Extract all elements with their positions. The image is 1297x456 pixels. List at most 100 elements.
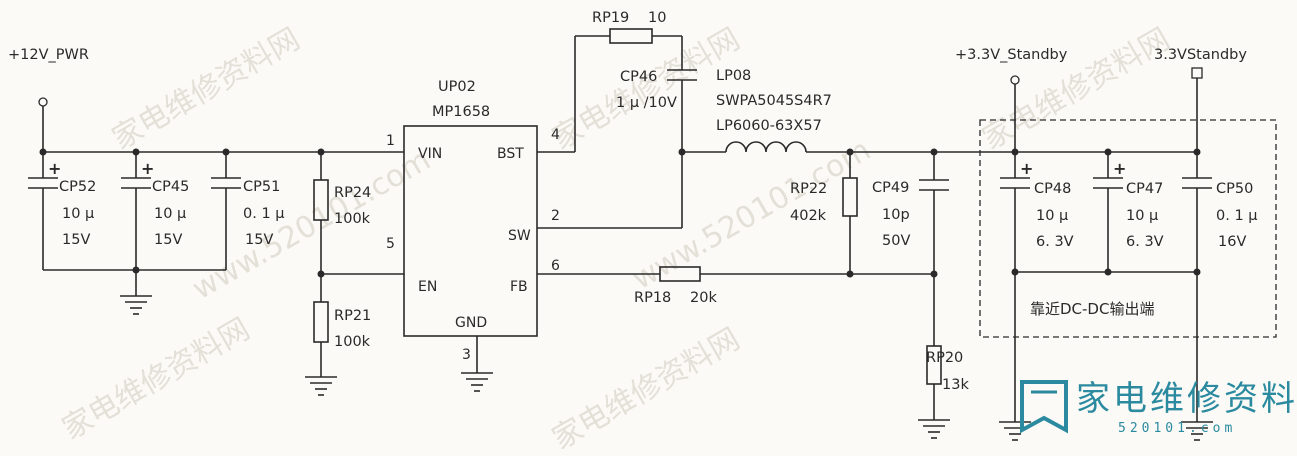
cp49-value: 10p xyxy=(882,207,910,223)
resistor-rp19: RP19 10 xyxy=(592,10,666,44)
capacitor-cp49: CP49 10p 50V xyxy=(872,152,949,274)
pin-en: EN xyxy=(418,279,437,295)
polarity-plus: + xyxy=(141,159,154,178)
rp20-ref: RP20 xyxy=(926,350,963,366)
cp45-value: 10 µ xyxy=(154,206,186,222)
rp22-value: 402k xyxy=(790,208,827,224)
pin-vin: VIN xyxy=(418,146,442,162)
pin-num-en: 5 xyxy=(386,236,395,252)
rp18-value: 20k xyxy=(690,290,717,306)
cp52-ref: CP52 xyxy=(59,179,96,195)
net-label-3v3-standby-alt: 3.3VStandby xyxy=(1154,47,1247,63)
watermark-text: 家电维修资料网 xyxy=(547,322,746,456)
pin-num-sw: 2 xyxy=(551,208,560,224)
capacitor-cp48: + CP48 10 µ 6. 3V xyxy=(1000,152,1074,272)
pin-num-fb: 6 xyxy=(551,258,560,274)
ic-body xyxy=(403,125,538,337)
ic-part: MP1658 xyxy=(432,104,490,120)
output-section: +3.3V_Standby 3.3VStandby 靠近DC-DC输出端 + C… xyxy=(955,47,1277,441)
logo-text: 家电维修资料网 xyxy=(1076,379,1297,419)
watermark-url: www.520101.com xyxy=(627,132,877,297)
input-section: +12V_PWR + CP52 10 µ 15V + CP45 10 xyxy=(8,47,404,396)
output-terminal xyxy=(1010,75,1020,85)
rp20-value: 13k xyxy=(942,377,969,393)
cp50-ref: CP50 xyxy=(1216,181,1253,197)
junction-dot xyxy=(1104,268,1112,276)
bootstrap-network: RP19 10 CP46 1 µ /10V xyxy=(537,10,726,229)
cp47-rating: 6. 3V xyxy=(1126,234,1164,250)
cp52-value: 10 µ xyxy=(62,206,94,222)
capacitor-cp52: + CP52 10 µ 15V xyxy=(28,152,96,270)
rp19-ref: RP19 xyxy=(592,10,629,26)
cp46-value: 1 µ /10V xyxy=(616,95,677,111)
pin-bst: BST xyxy=(497,146,524,162)
pin-num-vin: 1 xyxy=(386,133,395,149)
cp48-ref: CP48 xyxy=(1034,181,1071,197)
capacitor-cp51: CP51 0. 1 µ 15V xyxy=(211,152,285,270)
ground-symbol xyxy=(461,372,493,392)
rp24-value: 100k xyxy=(334,211,371,227)
ground-symbol xyxy=(120,270,152,315)
lp08-ref: LP08 xyxy=(716,68,751,84)
ground-symbol xyxy=(1181,421,1213,441)
ic-ref: UP02 xyxy=(438,79,476,95)
cp51-rating: 15V xyxy=(245,232,273,248)
ground-symbol xyxy=(999,421,1031,441)
pin-num-bst: 4 xyxy=(551,127,560,143)
cp46-ref: CP46 xyxy=(620,69,657,85)
net-label-3v3-standby: +3.3V_Standby xyxy=(955,47,1068,63)
rp18-ref: RP18 xyxy=(634,290,671,306)
cp47-value: 10 µ xyxy=(1126,208,1158,224)
pin-fb: FB xyxy=(510,279,528,295)
rp22-ref: RP22 xyxy=(790,181,827,197)
background-watermarks: 家电维修资料网 家电维修资料网 家电维修资料网 www.520101.com w… xyxy=(57,22,1176,456)
cp49-ref: CP49 xyxy=(872,180,909,196)
site-logo: 家电维修资料网 520101.com xyxy=(1020,379,1297,436)
cp50-rating: 16V xyxy=(1218,234,1246,250)
pin-num-gnd: 3 xyxy=(462,347,471,363)
resistor-rp22: RP22 402k xyxy=(790,152,858,274)
output-port xyxy=(1191,67,1203,79)
rp21-value: 100k xyxy=(334,334,371,350)
cp48-value: 10 µ xyxy=(1036,208,1068,224)
lp08-part2: LP6060-63X57 xyxy=(716,118,822,134)
resistor-rp24: RP24 100k xyxy=(313,152,371,274)
cp45-rating: 15V xyxy=(154,232,182,248)
watermark-text: 家电维修资料网 xyxy=(977,22,1176,157)
rp19-value: 10 xyxy=(648,10,666,26)
ic-up02: UP02 MP1658 VIN BST SW EN FB GND 1 4 2 5… xyxy=(386,79,560,392)
pin-gnd: GND xyxy=(455,315,487,331)
watermark-text: 家电维修资料网 xyxy=(107,22,306,157)
pin-sw: SW xyxy=(508,228,531,244)
watermark-text: 家电维修资料网 xyxy=(57,312,256,447)
logo-url: 520101.com xyxy=(1118,421,1236,436)
rp21-ref: RP21 xyxy=(334,308,371,324)
cp45-ref: CP45 xyxy=(152,179,189,195)
feedback-network: RP18 20k RP22 402k CP49 10p 50V RP20 xyxy=(537,152,969,439)
rp24-ref: RP24 xyxy=(334,185,371,201)
polarity-plus: + xyxy=(1020,159,1033,178)
cp51-ref: CP51 xyxy=(243,179,280,195)
cp49-rating: 50V xyxy=(882,233,910,249)
logo-mark-icon xyxy=(1020,380,1068,434)
capacitor-cp47: + CP47 10 µ 6. 3V xyxy=(1093,152,1164,272)
placement-box xyxy=(979,119,1277,338)
cp50-value: 0. 1 µ xyxy=(1216,208,1258,224)
polarity-plus: + xyxy=(1113,159,1126,178)
cp47-ref: CP47 xyxy=(1126,181,1163,197)
input-terminal xyxy=(38,97,48,107)
polarity-plus: + xyxy=(48,159,61,178)
capacitor-cp46: CP46 1 µ /10V xyxy=(616,69,697,111)
cp52-rating: 15V xyxy=(62,232,90,248)
capacitor-cp50: CP50 0. 1 µ 16V xyxy=(1182,152,1258,272)
inductor-lp08: LP08 SWPA5045S4R7 LP6060-63X57 xyxy=(716,68,832,153)
placement-note: 靠近DC-DC输出端 xyxy=(1030,300,1154,318)
lp08-part1: SWPA5045S4R7 xyxy=(716,93,832,109)
ground-symbol xyxy=(918,419,950,439)
capacitor-cp45: + CP45 10 µ 15V xyxy=(121,152,189,270)
watermark-url: www.520101.com xyxy=(187,142,437,307)
resistor-rp21: RP21 100k xyxy=(313,274,371,377)
cp51-value: 0. 1 µ xyxy=(243,206,285,222)
